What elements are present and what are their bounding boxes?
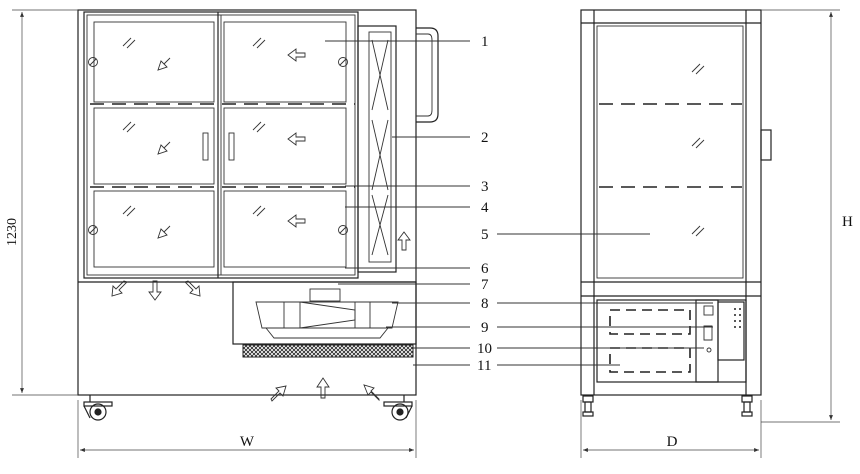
filter-mesh [242, 344, 414, 358]
control-panel [717, 301, 745, 361]
side-caster-icons [582, 395, 753, 417]
callout-3: 3 [481, 179, 489, 195]
callout-7: 7 [481, 277, 489, 293]
machine-compartment [232, 281, 417, 345]
depth-dimension-label: D [667, 434, 678, 450]
upper-inspection-window [609, 309, 691, 335]
air-duct [357, 25, 397, 273]
side-handle [416, 27, 439, 123]
lower-inspection-window [609, 347, 691, 373]
door-handle-left [202, 132, 209, 161]
door-screw-icons [88, 57, 348, 235]
side-handle-stub [760, 129, 772, 161]
front-view [77, 9, 439, 421]
front-caster-icons [83, 395, 413, 421]
callout-labels: 1 2 3 4 5 6 7 8 9 10 11 [477, 34, 492, 374]
fan-housing [309, 288, 341, 302]
control-display [703, 305, 714, 316]
callout-2: 2 [481, 130, 489, 146]
front-cabinet-body [77, 9, 417, 396]
width-dimension-label: W [240, 434, 255, 450]
airflow-arrow-icons [157, 48, 306, 239]
callout-1: 1 [481, 34, 489, 50]
callout-11: 11 [477, 358, 491, 374]
side-view [580, 9, 772, 417]
callout-6: 6 [481, 261, 489, 277]
side-glass-panel [596, 25, 744, 279]
callout-9: 9 [481, 320, 489, 336]
callout-5: 5 [481, 227, 489, 243]
door-handle-right [228, 132, 235, 161]
dimension-lines [12, 9, 840, 458]
callout-10: 10 [477, 341, 492, 357]
side-cabinet-body [580, 9, 762, 396]
callout-8: 8 [481, 296, 489, 312]
height-dimension-label: 1230 [5, 218, 20, 246]
overall-height-label: H [842, 214, 853, 230]
callout-4: 4 [481, 200, 489, 216]
control-switch [703, 325, 713, 341]
